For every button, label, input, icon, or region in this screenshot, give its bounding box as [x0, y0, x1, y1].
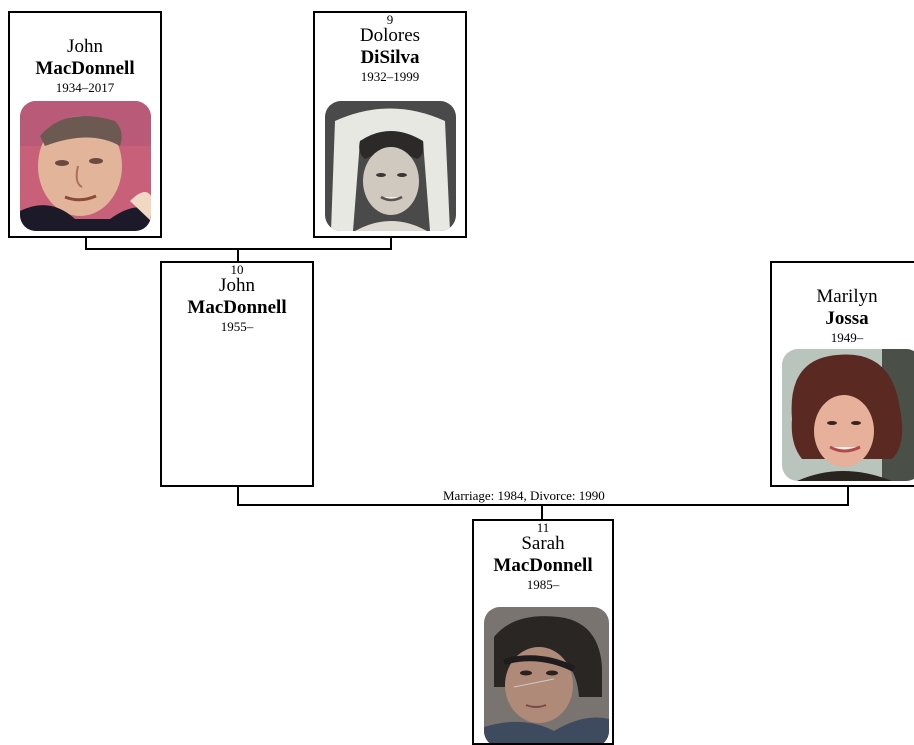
life-dates: 1985–: [526, 577, 560, 592]
person-number: [772, 263, 914, 276]
person-card-john-macdonnell-sr[interactable]: John MacDonnell 1934–2017: [8, 11, 162, 238]
surname: MacDonnell: [187, 297, 287, 318]
portrait-photo[interactable]: [484, 607, 609, 743]
given-name: Marilyn: [816, 286, 878, 307]
connector-line: [85, 236, 87, 250]
life-dates: 1949–: [830, 330, 864, 345]
given-name: Dolores: [359, 25, 421, 46]
surname: DiSilva: [360, 47, 420, 68]
person-card-marilyn-jossa[interactable]: Marilyn Jossa 1949–: [770, 261, 914, 487]
surname: MacDonnell: [493, 555, 593, 576]
connector-line: [237, 248, 239, 262]
surname: Jossa: [825, 308, 869, 329]
person-card-sarah-macdonnell[interactable]: 11 Sarah MacDonnell 1985–: [472, 519, 614, 745]
portrait-photo[interactable]: [325, 101, 456, 231]
connector-line: [541, 504, 543, 520]
portrait-photo[interactable]: [782, 349, 914, 481]
connector-line: [237, 486, 239, 506]
person-card-dolores-disilva[interactable]: 9 Dolores DiSilva 1932–1999: [313, 11, 467, 238]
connector-line: [237, 504, 849, 506]
given-name: John: [219, 275, 255, 296]
given-name: John: [67, 36, 103, 57]
life-dates: 1932–1999: [360, 69, 420, 84]
marriage-label: Marriage: 1984, Divorce: 1990: [440, 489, 608, 503]
life-dates: 1955–: [220, 319, 254, 334]
person-number: 9: [386, 12, 394, 27]
connector-line: [390, 236, 392, 250]
surname: MacDonnell: [35, 58, 135, 79]
person-number: [10, 13, 160, 26]
person-number: 10: [230, 262, 244, 277]
person-card-john-macdonnell-jr[interactable]: 10 John MacDonnell 1955–: [160, 261, 314, 487]
connector-line: [847, 486, 849, 506]
person-number: 11: [536, 520, 550, 535]
given-name: Sarah: [521, 533, 565, 554]
portrait-photo[interactable]: [20, 101, 151, 231]
life-dates: 1934–2017: [55, 80, 115, 95]
